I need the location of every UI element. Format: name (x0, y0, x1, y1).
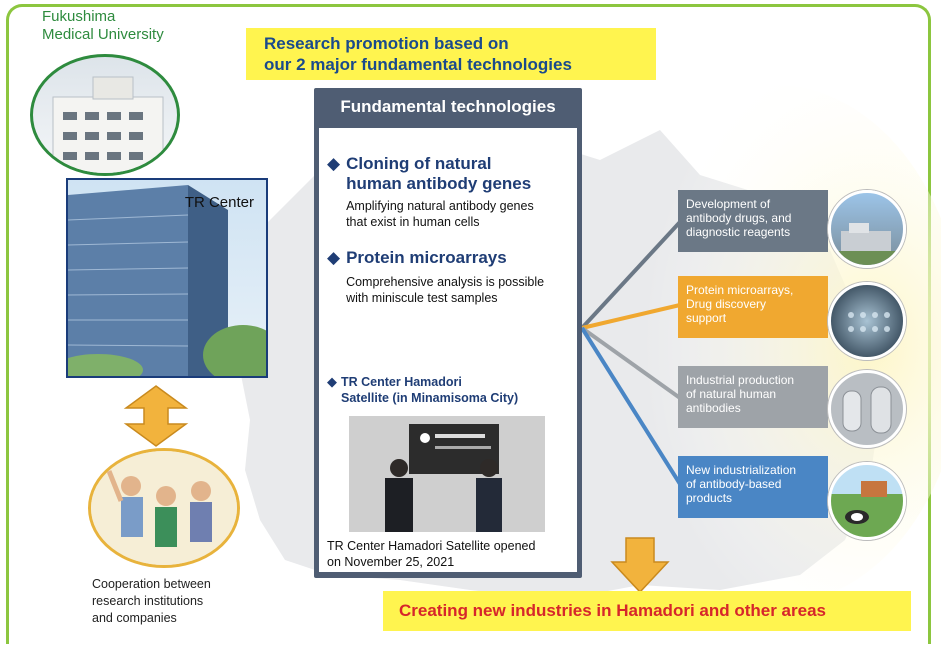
bioreactor-photo (828, 370, 906, 448)
application-box-industrial-production: Industrial production of natural human a… (678, 366, 828, 428)
cooperation-illustration (88, 448, 240, 568)
tech-item-1-title-line2: human antibody genes (346, 174, 532, 193)
app1-line1: Development of (686, 197, 771, 211)
satellite-line2: Satellite (in Minamisoma City) (341, 391, 519, 405)
app2-line3: support (686, 311, 727, 325)
satellite-item: ◆ TR Center Hamadori Satellite (in Minam… (327, 374, 518, 406)
application-box-new-industrialization: New industrialization of antibody-based … (678, 456, 828, 518)
app4-line3: products (686, 491, 733, 505)
tech-item-1-desc-line2: that exist in human cells (346, 215, 480, 229)
support-box: ◆ TR Center Hamadori Satellite (in Minam… (319, 366, 577, 572)
tech-item-1: ◆ Cloning of natural human antibody gene… (327, 154, 572, 230)
connector-4 (580, 326, 682, 486)
tech-item-2: ◆ Protein microarrays Comprehensive anal… (327, 248, 572, 306)
app2-line2: Drug discovery (686, 297, 767, 311)
university-name: Fukushima Medical University (42, 8, 164, 44)
connector-3 (580, 326, 682, 400)
top-banner-line2: our 2 major fundamental technologies (264, 55, 572, 74)
satellite-opening-photo (349, 416, 545, 532)
tech-item-1-title-line1: Cloning of natural (346, 154, 492, 173)
university-name-line1: Fukushima (42, 8, 116, 25)
satellite-line1: TR Center Hamadori (341, 375, 462, 389)
tech-item-2-desc-line2: with miniscule test samples (346, 291, 498, 305)
cooperation-line2: research institutions (92, 594, 204, 608)
app4-line1: New industrialization (686, 463, 797, 477)
app3-line1: Industrial production (686, 373, 795, 387)
cooperation-line1: Cooperation between (92, 577, 211, 591)
fundamental-tech-panel: Fundamental technologies ◆ Cloning of na… (314, 88, 582, 578)
top-banner-line1: Research promotion based on (264, 34, 509, 53)
application-box-protein-microarrays: Protein microarrays, Drug discovery supp… (678, 276, 828, 338)
university-name-line2: Medical University (42, 26, 164, 43)
satellite-caption-line1: TR Center Hamadori Satellite opened (327, 539, 536, 553)
double-arrow-icon (123, 385, 189, 447)
tr-center-photo: TR Center (66, 178, 268, 378)
bottom-banner: Creating new industries in Hamadori and … (383, 591, 911, 631)
app4-line2: of antibody-based (686, 477, 782, 491)
connector-1 (580, 220, 682, 330)
satellite-caption-line2: on November 25, 2021 (327, 555, 455, 569)
diamond-bullet-icon: ◆ (327, 374, 337, 389)
app2-line1: Protein microarrays, (686, 283, 794, 297)
tr-center-label: TR Center (184, 194, 254, 211)
tech-item-2-desc-line1: Comprehensive analysis is possible (346, 275, 545, 289)
microarray-photo (828, 282, 906, 360)
app1-line3: diagnostic reagents (686, 225, 791, 239)
farm-cattle-photo (828, 462, 906, 540)
top-banner: Research promotion based on our 2 major … (246, 28, 656, 80)
panel-title: Fundamental technologies (340, 97, 556, 116)
satellite-caption: TR Center Hamadori Satellite opened on N… (327, 538, 535, 570)
tech-item-2-title-line1: Protein microarrays (346, 248, 507, 267)
university-building-photo (30, 54, 180, 176)
down-arrow-icon (610, 537, 670, 594)
tech-item-1-desc-line1: Amplifying natural antibody genes (346, 199, 534, 213)
app3-line2: of natural human (686, 387, 777, 401)
app3-line3: antibodies (686, 401, 741, 415)
app1-line2: antibody drugs, and (686, 211, 792, 225)
diamond-bullet-icon: ◆ (327, 248, 341, 267)
diamond-bullet-icon: ◆ (327, 154, 341, 173)
application-box-antibody-drugs: Development of antibody drugs, and diagn… (678, 190, 828, 252)
cooperation-caption: Cooperation between research institution… (92, 576, 252, 627)
cooperation-line3: and companies (92, 611, 177, 625)
factory-photo (828, 190, 906, 268)
connector-2 (581, 303, 681, 330)
support-title: Professional and technical support (326, 344, 535, 358)
